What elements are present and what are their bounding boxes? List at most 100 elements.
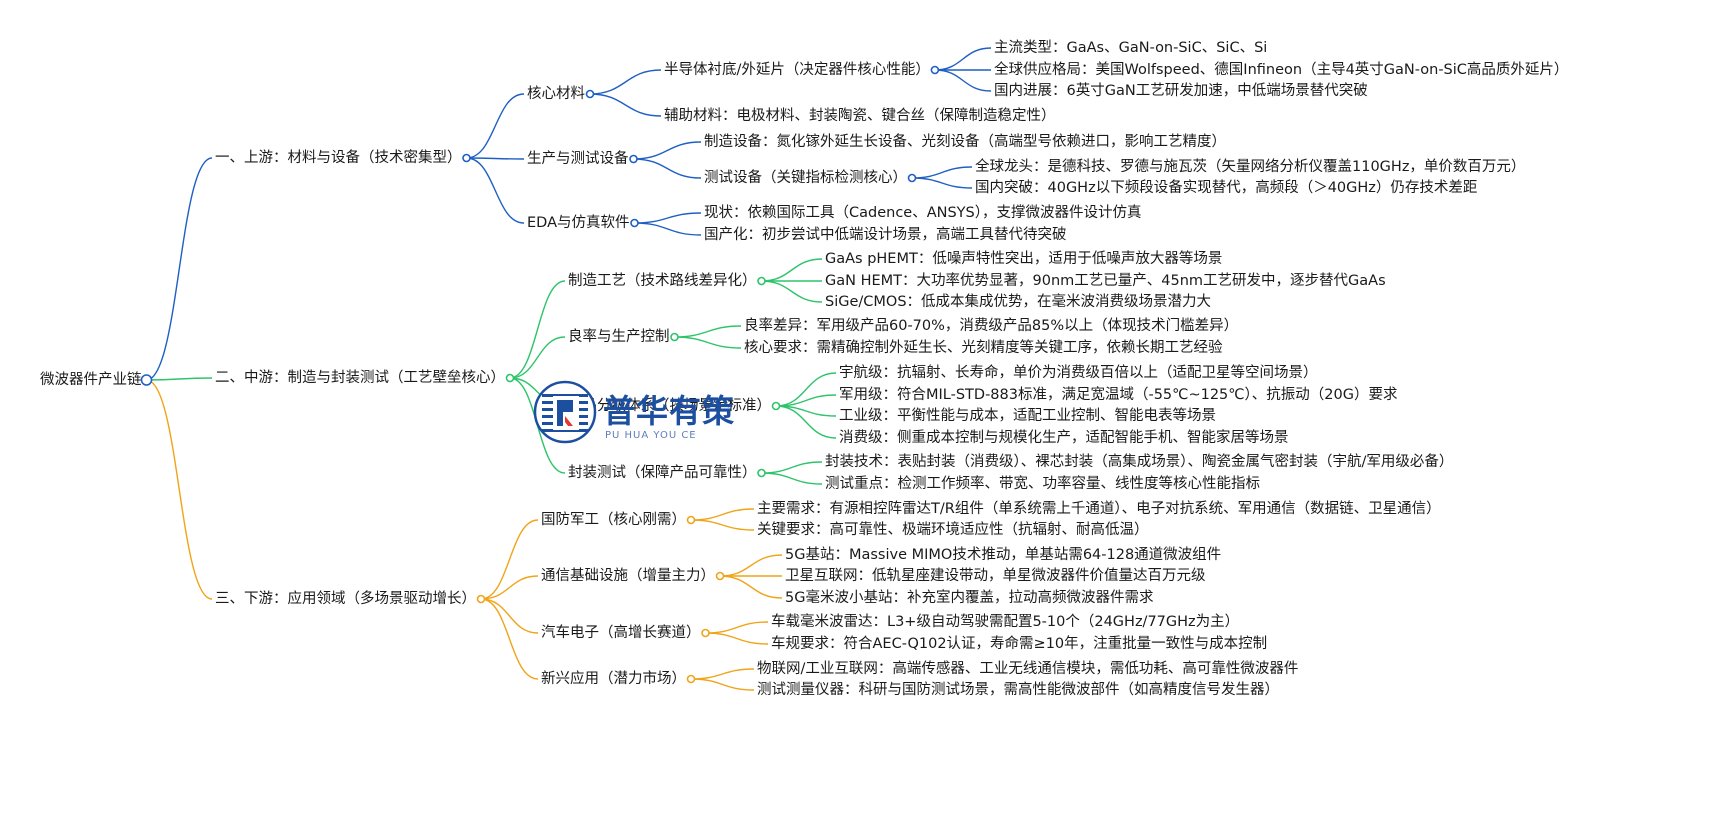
connector-line bbox=[934, 47, 992, 71]
leaf-packaging-technology: 封装技术：表贴封装（消费级）、裸芯封装（高集成场景）、陶瓷金属气密封装（宇航/军… bbox=[825, 454, 1454, 470]
connector-line bbox=[761, 472, 823, 485]
node-collapse-toggle-icon[interactable] bbox=[670, 332, 679, 342]
leaf-eda-localization: 国产化：初步尝试中低端设计场景，高端工具替代待突破 bbox=[704, 227, 1067, 243]
logo-emblem-icon bbox=[533, 380, 597, 444]
node-defense[interactable]: 国防军工（核心刚需） bbox=[541, 512, 686, 528]
node-telecom-infrastructure[interactable]: 通信基础设施（增量主力） bbox=[541, 568, 715, 584]
node-collapse-toggle-icon[interactable] bbox=[585, 89, 595, 99]
connector-line bbox=[146, 379, 213, 600]
connector-line bbox=[761, 461, 823, 474]
connector-line bbox=[690, 678, 755, 691]
node-collapse-toggle-icon[interactable] bbox=[630, 218, 639, 228]
leaf-grade-industrial: 工业级：平衡性能与成本，适配工业控制、智能电表等场景 bbox=[839, 408, 1216, 424]
connector-line bbox=[934, 69, 992, 92]
connector-line bbox=[719, 575, 783, 599]
node-emerging-applications[interactable]: 新兴应用（潜力市场） bbox=[541, 671, 686, 687]
node-test-equipment[interactable]: 测试设备（关键指标检测核心） bbox=[704, 170, 907, 186]
node-collapse-toggle-icon[interactable] bbox=[140, 374, 153, 386]
root-node[interactable]: 微波器件产业链 bbox=[40, 372, 142, 388]
connector-line bbox=[480, 598, 539, 634]
node-product-grading[interactable]: 产品分级体系（按场景定标准） bbox=[568, 398, 771, 414]
leaf-automotive-grade: 车规要求：符合AEC-Q102认证，寿命需≥10年，注重批量一致性与成本控制 bbox=[771, 636, 1268, 652]
leaf-defense-demand: 主要需求：有源相控阵雷达T/R组件（单系统需上千通道）、电子对抗系统、军用通信（… bbox=[757, 501, 1441, 517]
node-collapse-toggle-icon[interactable] bbox=[476, 594, 486, 604]
leaf-testing-focus: 测试重点：检测工作频率、带宽、功率容量、线性度等核心性能指标 bbox=[825, 476, 1260, 492]
leaf-sige-cmos: SiGe/CMOS：低成本集成优势，在毫米波消费级场景潜力大 bbox=[825, 294, 1212, 310]
connector-line bbox=[589, 69, 662, 95]
leaf-substrate-domestic: 国内进展：6英寸GaN工艺研发加速，中低端场景替代突破 bbox=[994, 83, 1368, 99]
leaf-grade-aerospace: 宇航级：抗辐射、长寿命，单价为消费级百倍以上（适配卫星等空间场景） bbox=[839, 365, 1318, 381]
connector-line bbox=[761, 258, 823, 282]
connector-line bbox=[634, 222, 702, 236]
connector-line bbox=[466, 157, 525, 160]
node-automotive[interactable]: 汽车电子（高增长赛道） bbox=[541, 625, 701, 641]
node-collapse-toggle-icon[interactable] bbox=[462, 153, 471, 163]
connector-line bbox=[633, 158, 702, 179]
leaf-5g-base-station: 5G基站：Massive MIMO技术推动，单基站需64-128通道微波组件 bbox=[785, 547, 1222, 563]
leaf-yield-core-requirement: 核心要求：需精确控制外延生长、光刻精度等关键工序，依赖长期工艺经验 bbox=[744, 340, 1223, 356]
node-production-test-equipment[interactable]: 生产与测试设备 bbox=[527, 151, 629, 167]
connector-line bbox=[690, 668, 755, 680]
leaf-gan-hemt: GaN HEMT：大功率优势显著，90nm工艺已量产、45nm工艺研发中，逐步替… bbox=[825, 273, 1386, 289]
logo-name-en: PU HUA YOU CE bbox=[605, 430, 697, 441]
node-collapse-toggle-icon[interactable] bbox=[715, 571, 725, 581]
connector-line bbox=[466, 157, 525, 224]
leaf-manufacturing-equipment: 制造设备：氮化镓外延生长设备、光刻设备（高端型号依赖进口，影响工艺精度） bbox=[704, 134, 1226, 150]
connector-line bbox=[705, 621, 769, 634]
node-packaging-testing[interactable]: 封装测试（保障产品可靠性） bbox=[568, 465, 757, 481]
node-midstream[interactable]: 二、中游：制造与封装测试（工艺壁垒核心） bbox=[215, 370, 505, 386]
leaf-eda-status: 现状：依赖国际工具（Cadence、ANSYS），支撑微波器件设计仿真 bbox=[704, 205, 1142, 221]
node-yield-control[interactable]: 良率与生产控制 bbox=[568, 329, 670, 345]
node-collapse-toggle-icon[interactable] bbox=[629, 154, 638, 164]
leaf-substrate-types: 主流类型：GaAs、GaN-on-SiC、SiC、Si bbox=[994, 40, 1268, 56]
node-collapse-toggle-icon[interactable] bbox=[686, 674, 696, 684]
connector-line bbox=[690, 508, 755, 521]
node-core-materials[interactable]: 核心材料 bbox=[527, 86, 585, 102]
node-downstream[interactable]: 三、下游：应用领域（多场景驱动增长） bbox=[215, 591, 476, 607]
connector-line bbox=[480, 575, 539, 600]
connector-line bbox=[480, 598, 539, 680]
node-upstream[interactable]: 一、上游：材料与设备（技术密集型） bbox=[215, 150, 462, 166]
connector-line bbox=[719, 554, 783, 577]
connector-line bbox=[674, 336, 742, 349]
leaf-yield-difference: 良率差异：军用级产品60-70%，消费级产品85%以上（体现技术门槛差异） bbox=[744, 318, 1239, 334]
leaf-test-domestic: 国内突破：40GHz以下频段设备实现替代，高频段（＞40GHz）仍存技术差距 bbox=[975, 180, 1478, 196]
connector-line bbox=[911, 177, 973, 189]
leaf-iot: 物联网/工业互联网：高端传感器、工业无线通信模块，需低功耗、高可靠性微波器件 bbox=[757, 661, 1299, 677]
node-collapse-toggle-icon[interactable] bbox=[757, 468, 766, 478]
connector-line bbox=[674, 325, 742, 338]
logo-name-cn: 普华有策 bbox=[603, 392, 736, 430]
leaf-automotive-radar: 车载毫米波雷达：L3+级自动驾驶需配置5-10个（24GHz/77GHz为主） bbox=[771, 614, 1240, 630]
leaf-auxiliary-materials: 辅助材料：电极材料、封装陶瓷、键合丝（保障制造稳定性） bbox=[664, 108, 1056, 124]
connector-line bbox=[690, 519, 755, 531]
node-collapse-toggle-icon[interactable] bbox=[505, 373, 515, 383]
connector-line bbox=[146, 157, 213, 381]
leaf-substrate-global: 全球供应格局：美国Wolfspeed、德国Infineon（主导4英寸GaN-o… bbox=[994, 62, 1569, 78]
node-substrate[interactable]: 半导体衬底/外延片（决定器件核心性能） bbox=[664, 62, 930, 78]
connector-line bbox=[480, 519, 539, 600]
leaf-grade-consumer: 消费级：侧重成本控制与规模化生产，适配智能手机、智能家居等场景 bbox=[839, 430, 1289, 446]
leaf-defense-requirements: 关键要求：高可靠性、极端环境适应性（抗辐射、耐高低温） bbox=[757, 522, 1149, 538]
connector-line bbox=[466, 93, 525, 159]
node-collapse-toggle-icon[interactable] bbox=[701, 628, 710, 638]
leaf-grade-military: 军用级：符合MIL-STD-883标准，满足宽温域（-55℃~125℃）、抗振动… bbox=[839, 387, 1398, 403]
leaf-test-global-leaders: 全球龙头：是德科技、罗德与施瓦茨（矢量网络分析仪覆盖110GHz，单价数百万元） bbox=[975, 159, 1526, 175]
connector-line bbox=[705, 632, 769, 645]
node-eda-software[interactable]: EDA与仿真软件 bbox=[527, 215, 630, 231]
connector-line bbox=[761, 280, 823, 303]
connector-line bbox=[146, 377, 213, 381]
node-collapse-toggle-icon[interactable] bbox=[686, 515, 696, 525]
node-collapse-toggle-icon[interactable] bbox=[930, 65, 940, 75]
connector-line bbox=[509, 280, 566, 379]
node-collapse-toggle-icon[interactable] bbox=[907, 173, 917, 183]
node-manufacturing-process[interactable]: 制造工艺（技术路线差异化） bbox=[568, 273, 757, 289]
node-collapse-toggle-icon[interactable] bbox=[771, 401, 781, 411]
connector-line bbox=[589, 93, 662, 117]
node-collapse-toggle-icon[interactable] bbox=[757, 276, 766, 286]
leaf-satellite-internet: 卫星互联网：低轨星座建设带动，单星微波器件价值量达百万元级 bbox=[785, 568, 1206, 584]
connector-line bbox=[633, 141, 702, 160]
watermark-logo: 普华有策 PU HUA YOU CE bbox=[533, 380, 763, 454]
leaf-gaas-phemt: GaAs pHEMT：低噪声特性突出，适用于低噪声放大器等场景 bbox=[825, 251, 1223, 267]
